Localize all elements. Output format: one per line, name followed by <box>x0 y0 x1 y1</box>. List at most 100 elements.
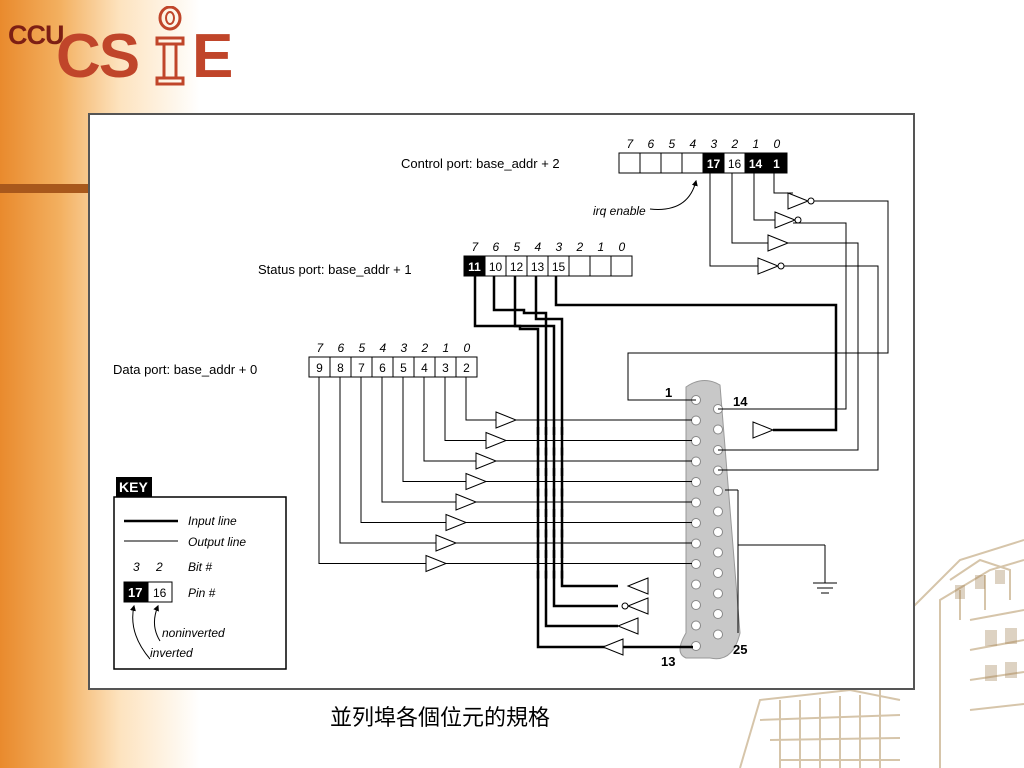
control-cell-7 <box>618 152 641 174</box>
status-wire-pin13 <box>534 276 618 588</box>
control-bit-1: 1 <box>753 137 760 151</box>
control-out-14 <box>718 222 847 410</box>
data-wire-bit-3 <box>402 377 466 482</box>
key-output-line: Output line <box>188 535 246 549</box>
logo-prefix: CCU <box>8 20 64 50</box>
control-buffer-1-bubble <box>807 197 815 205</box>
data-pin-8: 8 <box>337 361 344 375</box>
status-cell-1 <box>589 255 612 277</box>
connector-pin-21 <box>713 547 723 558</box>
connector-pin-20 <box>713 527 723 537</box>
data-pin-2: 2 <box>463 361 470 375</box>
status-buffer-10 <box>616 617 639 635</box>
connector-pin-18 <box>713 486 723 496</box>
irq-arrow <box>649 179 698 210</box>
key-input-line: Input line <box>188 514 237 528</box>
control-port-label: Control port: base_addr + 2 <box>401 156 560 171</box>
status-cell-2 <box>568 255 591 277</box>
data-wire-bit-6 <box>339 377 436 544</box>
connector-pin-4 <box>691 456 701 467</box>
status-wire-pin15 <box>554 276 838 432</box>
data-bit-3: 3 <box>401 341 408 355</box>
status-bit-5: 5 <box>514 240 521 254</box>
key-bit-label: Bit # <box>188 560 212 574</box>
data-bit-2: 2 <box>421 341 429 355</box>
ccu-csie-logo: CCU CS E <box>6 6 266 96</box>
connector-pin-22 <box>713 568 723 578</box>
status-cell-0 <box>610 255 633 277</box>
control-pin-1: 1 <box>773 157 780 171</box>
data-buffer-1 <box>485 431 508 450</box>
db25-connector: 1 14 13 25 <box>661 380 748 669</box>
status-wire-pin12 <box>513 276 618 608</box>
connector-pin-15 <box>713 424 723 435</box>
irq-enable-label: irq enable <box>593 204 646 218</box>
logo-suffix: E <box>192 22 234 91</box>
key-bit-left: 3 <box>133 560 140 574</box>
control-wire-pin1 <box>773 173 793 194</box>
connector-pin-3 <box>691 436 701 446</box>
data-wire-bit-2 <box>423 377 476 462</box>
control-wire-pin17 <box>709 173 758 267</box>
control-out-17 <box>718 265 879 471</box>
data-port-label: Data port: base_addr + 0 <box>113 362 257 377</box>
connector-pin-10 <box>691 579 701 590</box>
data-bit-1: 1 <box>443 341 450 355</box>
status-wire-pin10 <box>492 276 618 628</box>
connector-pin-11 <box>691 600 701 610</box>
data-wire-bit-1 <box>444 377 486 441</box>
data-pin-7: 7 <box>358 361 365 375</box>
connector-pin-25 <box>713 629 723 640</box>
control-out-16 <box>718 242 859 451</box>
data-buffer-3 <box>465 472 488 491</box>
control-bit-6: 6 <box>648 137 655 151</box>
connector-pin-1-label: 1 <box>665 385 672 400</box>
data-bit-4: 4 <box>380 341 387 355</box>
parallel-port-diagram: Control port: base_addr + 2 Status port:… <box>113 137 889 670</box>
status-buffer-11 <box>601 638 624 656</box>
data-pin-3: 3 <box>442 361 449 375</box>
connector-pin-9 <box>691 559 701 569</box>
key-noninverted: noninverted <box>162 626 225 640</box>
data-bit-6: 6 <box>338 341 345 355</box>
connector-pin-7 <box>691 518 701 528</box>
connector-pin-25-label: 25 <box>733 642 747 657</box>
control-buffer-17 <box>757 257 780 275</box>
connector-pin-23 <box>713 588 723 599</box>
title-underline-bar <box>0 184 88 193</box>
status-port-label: Status port: base_addr + 1 <box>258 262 412 277</box>
control-bit-7: 7 <box>627 137 635 151</box>
status-pin-15: 15 <box>552 260 566 274</box>
connector-pin-14-label: 14 <box>733 394 748 409</box>
connector-pin-12 <box>691 620 701 631</box>
control-cell-0 <box>765 152 788 174</box>
data-bit-5: 5 <box>359 341 366 355</box>
control-buffer-17-bubble <box>777 262 785 270</box>
control-cell-6 <box>639 152 662 174</box>
connector-pin-5 <box>691 477 701 487</box>
data-buffer-6 <box>435 534 458 552</box>
control-wire-pin14 <box>753 173 775 221</box>
control-out-1 <box>627 200 889 401</box>
data-wire-bit-5 <box>360 377 446 523</box>
control-cell-4 <box>681 152 704 174</box>
key-pin-label: Pin # <box>188 586 216 600</box>
key-bit-right: 2 <box>155 560 163 574</box>
status-bit-3: 3 <box>556 240 563 254</box>
status-buffer-15 <box>752 421 775 439</box>
logo-i-glyph <box>155 6 185 86</box>
status-pin-11: 11 <box>468 260 481 274</box>
data-pin-4: 4 <box>421 361 428 375</box>
status-bit-1: 1 <box>598 240 605 254</box>
connector-pin-2 <box>691 415 701 426</box>
control-cell-5 <box>660 152 683 174</box>
status-bit-2: 2 <box>576 240 584 254</box>
status-pin-10: 10 <box>489 260 503 274</box>
control-buffer-1 <box>787 192 810 210</box>
connector-pin-8 <box>691 538 701 549</box>
connector-pin-13-label: 13 <box>661 654 675 669</box>
status-buffer-12-bubble <box>621 602 629 610</box>
